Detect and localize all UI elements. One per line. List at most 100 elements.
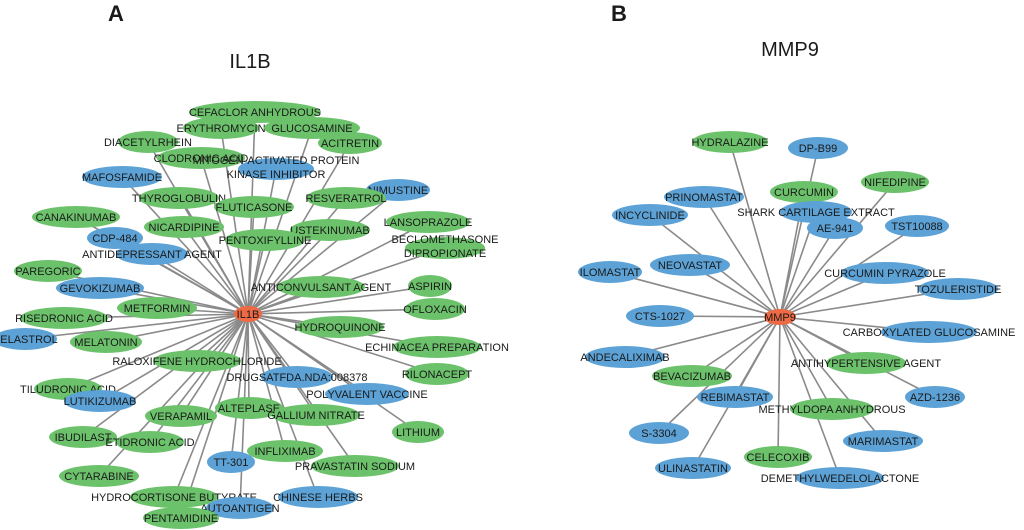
drug-node-ellipse	[405, 237, 485, 259]
drug-node: TOZULERISTIDE	[915, 278, 1002, 300]
drug-node-ellipse	[144, 216, 224, 238]
drug-node: CYTARABINE	[59, 465, 139, 487]
drug-node-ellipse	[207, 451, 255, 473]
drug-node: LUTIKIZUMAB	[64, 390, 136, 412]
drug-node: MELATONIN	[70, 331, 142, 353]
edge	[247, 221, 429, 315]
edge	[247, 313, 356, 467]
drug-node-label: ANDECALIXIMAB	[580, 352, 669, 364]
drug-node: DIACETYLRHEIN	[104, 131, 192, 153]
drug-node-label: CLODRONIC ACID	[154, 153, 249, 165]
drug-node-ellipse	[392, 421, 444, 443]
drug-node: CELECOXIB	[744, 446, 812, 468]
drug-node: BEVACIZUMAB	[652, 365, 732, 387]
drug-node: DP-B99	[788, 137, 848, 159]
drug-node-label: RISEDRONIC ACID	[15, 313, 113, 325]
drug-node-ellipse	[261, 366, 333, 388]
edge	[779, 316, 841, 479]
drug-node: ALTEPLASE	[215, 397, 283, 419]
drug-node-ellipse	[278, 486, 358, 508]
drug-node-ellipse	[843, 430, 923, 452]
drug-node: HYDRALAZINE	[691, 131, 769, 153]
drug-node-ellipse	[20, 307, 108, 329]
drug-node: MAFOSFAMIDE	[82, 166, 162, 188]
drug-node-label: CEFACLOR ANHYDROUS	[189, 107, 321, 119]
drug-node-ellipse	[325, 383, 409, 405]
edge	[779, 147, 819, 318]
drug-node-ellipse	[578, 261, 642, 283]
drug-node-label: ALTEPLASE	[218, 403, 280, 415]
drug-node: S-3304	[629, 422, 689, 444]
panel-a-title: IL1B	[229, 51, 270, 73]
panel-letter-b: B	[611, 1, 627, 26]
drug-node-label: GALLIUM NITRATE	[267, 410, 365, 422]
edge	[779, 181, 896, 318]
drug-node: ANTIHYPERTENSIVE AGENT	[791, 352, 941, 374]
drug-node-label: PENTAMIDINE	[144, 513, 218, 525]
edge	[779, 227, 836, 318]
edge	[703, 196, 781, 318]
drug-node-ellipse	[697, 386, 773, 408]
drug-node-label: CHINESE HERBS	[273, 492, 363, 504]
drug-node: METFORMIN	[117, 297, 197, 319]
drug-node-ellipse	[0, 328, 57, 350]
drug-node-label: MELATONIN	[74, 337, 137, 349]
edge	[82, 313, 249, 438]
drug-node-label: TOZULERISTIDE	[915, 284, 1002, 296]
drug-node-label: ECHINACEA PREPARATION	[365, 342, 509, 354]
drug-node-ellipse	[116, 243, 188, 265]
hub-ellipse	[234, 306, 262, 322]
drug-node: CURCUMIN	[770, 181, 838, 203]
drug-node-label: DEMETHYLWEDELOLACTONE	[761, 473, 920, 485]
drug-node-ellipse	[215, 397, 283, 419]
drug-node-ellipse	[905, 386, 965, 408]
drug-node-label: MAFOSFAMIDE	[82, 172, 162, 184]
drug-node-ellipse	[585, 346, 665, 368]
drug-node: PRINOMASTAT	[664, 186, 744, 208]
drug-node: IBUDILAST	[49, 426, 117, 448]
drug-node-ellipse	[841, 262, 929, 284]
drug-node: ETIDRONIC ACID	[105, 431, 195, 453]
drug-node-ellipse	[311, 455, 399, 477]
drug-node: CARBOXYLATED GLUCOSAMINE	[843, 321, 1015, 343]
hub-label: IL1B	[237, 309, 260, 321]
drug-node-label: AE-941	[817, 223, 854, 235]
drug-node-label: LITHIUM	[396, 427, 440, 439]
edge	[779, 316, 884, 442]
drug-node: CTS-1027	[626, 305, 694, 327]
hub-ellipse	[764, 309, 796, 325]
drug-node-label: VERAPAMIL	[150, 411, 212, 423]
drug-node-label: LANSOPRAZOLE	[384, 217, 473, 229]
drug-node: NEOVASTAT	[650, 254, 730, 276]
drug-node-ellipse	[143, 507, 219, 529]
edge	[247, 127, 313, 315]
drug-node: ANTIDEPRESSANT AGENT	[82, 243, 222, 265]
drug-node: INFLIXIMAB	[247, 440, 323, 462]
drug-node: VERAPAMIL	[145, 405, 217, 427]
drug-node-ellipse	[796, 467, 884, 489]
drug-node: CANAKINUMAB	[32, 206, 120, 228]
drug-node: ANDECALIXIMAB	[580, 346, 670, 368]
drug-node-label: S-3304	[641, 428, 676, 440]
drug-node-label: GLUCOSAMINE	[271, 123, 352, 135]
drug-node-ellipse	[145, 405, 217, 427]
drug-node-label: HYDRALAZINE	[691, 137, 768, 149]
drug-node-label: RESVERATROL	[305, 193, 386, 205]
drug-node-ellipse	[296, 316, 384, 338]
drug-node: ILOMASTAT	[578, 261, 642, 283]
drug-node-label: AUTOANTIGEN	[200, 503, 279, 515]
drug-node: PENTOXIFYLLINE	[219, 229, 311, 251]
drug-node-ellipse	[153, 350, 241, 372]
drug-node-label: ACITRETIN	[321, 138, 379, 150]
drug-node-ellipse	[306, 187, 386, 209]
drug-node: INCYCLINIDE	[612, 204, 688, 226]
drug-node-ellipse	[826, 352, 906, 374]
drug-node-label: NEOVASTAT	[658, 260, 722, 272]
drug-node-ellipse	[655, 457, 731, 479]
drug-node-ellipse	[14, 260, 82, 282]
drug-node-ellipse	[64, 390, 136, 412]
